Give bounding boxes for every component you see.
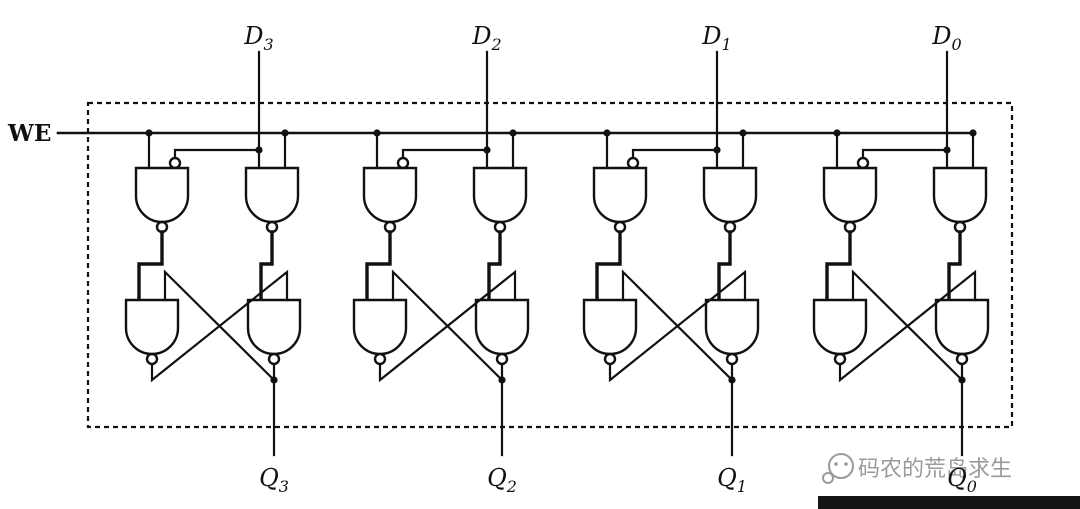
we-label: WE: [7, 120, 51, 147]
q0-letter: Q: [947, 464, 967, 492]
chat-bubble-small-icon: [822, 472, 834, 484]
q1-subscript: 1: [737, 477, 747, 496]
watermark: 码农的荒岛求生: [818, 453, 1080, 509]
watermark-text: 码农的荒岛求生: [858, 457, 1012, 482]
d1-subscript: 1: [722, 35, 732, 54]
bottom-black-bar: [818, 496, 1080, 509]
d2-label: D2: [471, 22, 501, 54]
q0-label: Q0: [947, 464, 977, 496]
q3-letter: Q: [259, 464, 279, 492]
d3-label: D3: [243, 22, 273, 54]
d2-subscript: 2: [491, 35, 502, 54]
icon-eye-dot: [844, 462, 848, 466]
q1-label: Q1: [717, 464, 747, 496]
d3-subscript: 3: [264, 35, 274, 54]
d0-label: D0: [931, 22, 961, 54]
q2-letter: Q: [487, 464, 507, 492]
bit-cell-3: [126, 52, 300, 455]
bit-cell-1: [584, 52, 758, 455]
d1-label: D1: [701, 22, 731, 54]
q1-letter: Q: [717, 464, 737, 492]
bit-cell-2: [354, 52, 528, 455]
chat-bubble-icon: [828, 453, 854, 479]
q2-label: Q2: [487, 464, 517, 496]
q3-subscript: 3: [279, 477, 289, 496]
register-boundary-box: [86, 101, 1014, 429]
d2-letter: D: [471, 22, 491, 50]
d0-subscript: 0: [952, 35, 962, 54]
q3-label: Q3: [259, 464, 289, 496]
q2-subscript: 2: [506, 477, 517, 496]
d1-letter: D: [701, 22, 721, 50]
d3-letter: D: [243, 22, 263, 50]
bit-cell-0: [814, 52, 988, 455]
q0-subscript: 0: [967, 477, 977, 496]
d0-letter: D: [931, 22, 951, 50]
icon-eye-dot: [834, 462, 838, 466]
